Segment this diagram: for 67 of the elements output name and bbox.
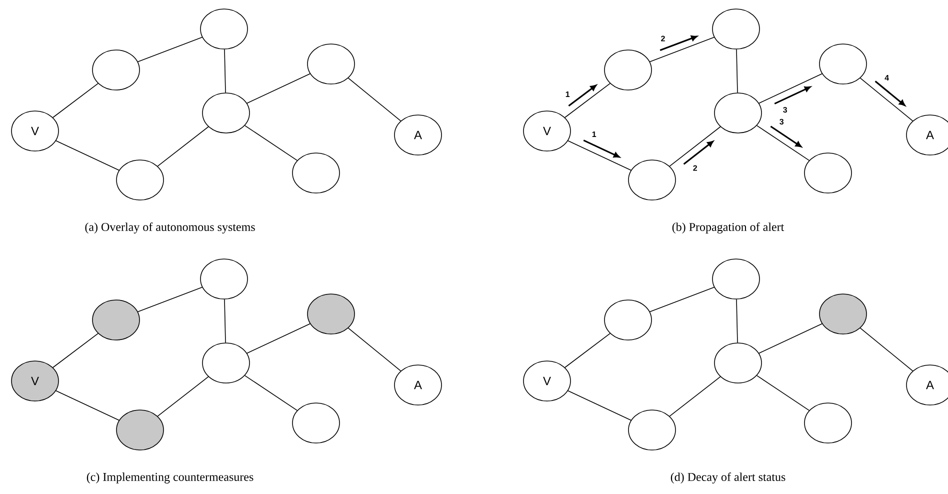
connector: [758, 323, 822, 354]
connector: [56, 140, 120, 171]
connector: [860, 78, 914, 122]
connector: [564, 333, 610, 368]
circle: [200, 258, 248, 300]
circle: [307, 294, 355, 334]
caption: (a) Overlay of autonomous systems: [85, 222, 255, 234]
edge-label: 3: [783, 106, 788, 113]
connector: [157, 376, 209, 417]
connector: [669, 376, 721, 417]
circle: [292, 152, 340, 194]
connector: [52, 83, 98, 118]
circle: [819, 44, 867, 84]
connector: [568, 140, 632, 171]
circle: [116, 410, 164, 450]
connector: [649, 36, 715, 62]
connector: [246, 323, 310, 354]
circle: [200, 8, 248, 50]
edge-label: 3: [780, 118, 784, 125]
connector: [669, 126, 721, 167]
circle: [628, 160, 676, 200]
connector: [568, 390, 632, 421]
circle: [712, 258, 760, 300]
connector: [564, 83, 610, 118]
connector: [56, 390, 120, 421]
connector: [137, 36, 203, 62]
caption: (d) Decay of alert status: [670, 472, 786, 484]
edge-label: 1: [566, 91, 570, 97]
circle: [714, 342, 762, 384]
connector: [736, 49, 738, 93]
circle: [307, 44, 355, 84]
edge-label: 1: [592, 131, 596, 137]
circle: [292, 402, 340, 444]
connector: [736, 299, 738, 343]
circle: [804, 402, 852, 444]
circle: [712, 8, 760, 50]
circle: [628, 410, 676, 450]
connector: [348, 328, 402, 372]
connector: [157, 126, 209, 167]
connector: [860, 328, 914, 372]
connector: [244, 375, 298, 411]
circle: [604, 300, 652, 340]
edge-label: 2: [693, 165, 697, 171]
connector: [224, 299, 226, 343]
connector: [52, 333, 98, 368]
edge-label: 2: [661, 36, 665, 42]
circle: [116, 160, 164, 200]
circle: [714, 92, 762, 134]
connector: [758, 73, 822, 104]
circle: [202, 342, 250, 384]
connector: [756, 375, 810, 411]
circle: [804, 152, 852, 194]
circle: [92, 300, 140, 340]
circle: [819, 294, 867, 334]
connector: [348, 78, 402, 122]
circle: [604, 50, 652, 90]
connector: [137, 286, 203, 312]
connector: [224, 49, 226, 93]
caption: (c) Implementing countermeasures: [86, 472, 254, 484]
edge-label: 4: [884, 75, 889, 81]
circle: [92, 50, 140, 90]
connector: [244, 125, 298, 161]
connector: [246, 73, 310, 104]
connector: [756, 125, 810, 161]
connector: [649, 286, 715, 312]
circle: [202, 92, 250, 134]
caption: (b) Propagation of alert: [672, 222, 784, 234]
